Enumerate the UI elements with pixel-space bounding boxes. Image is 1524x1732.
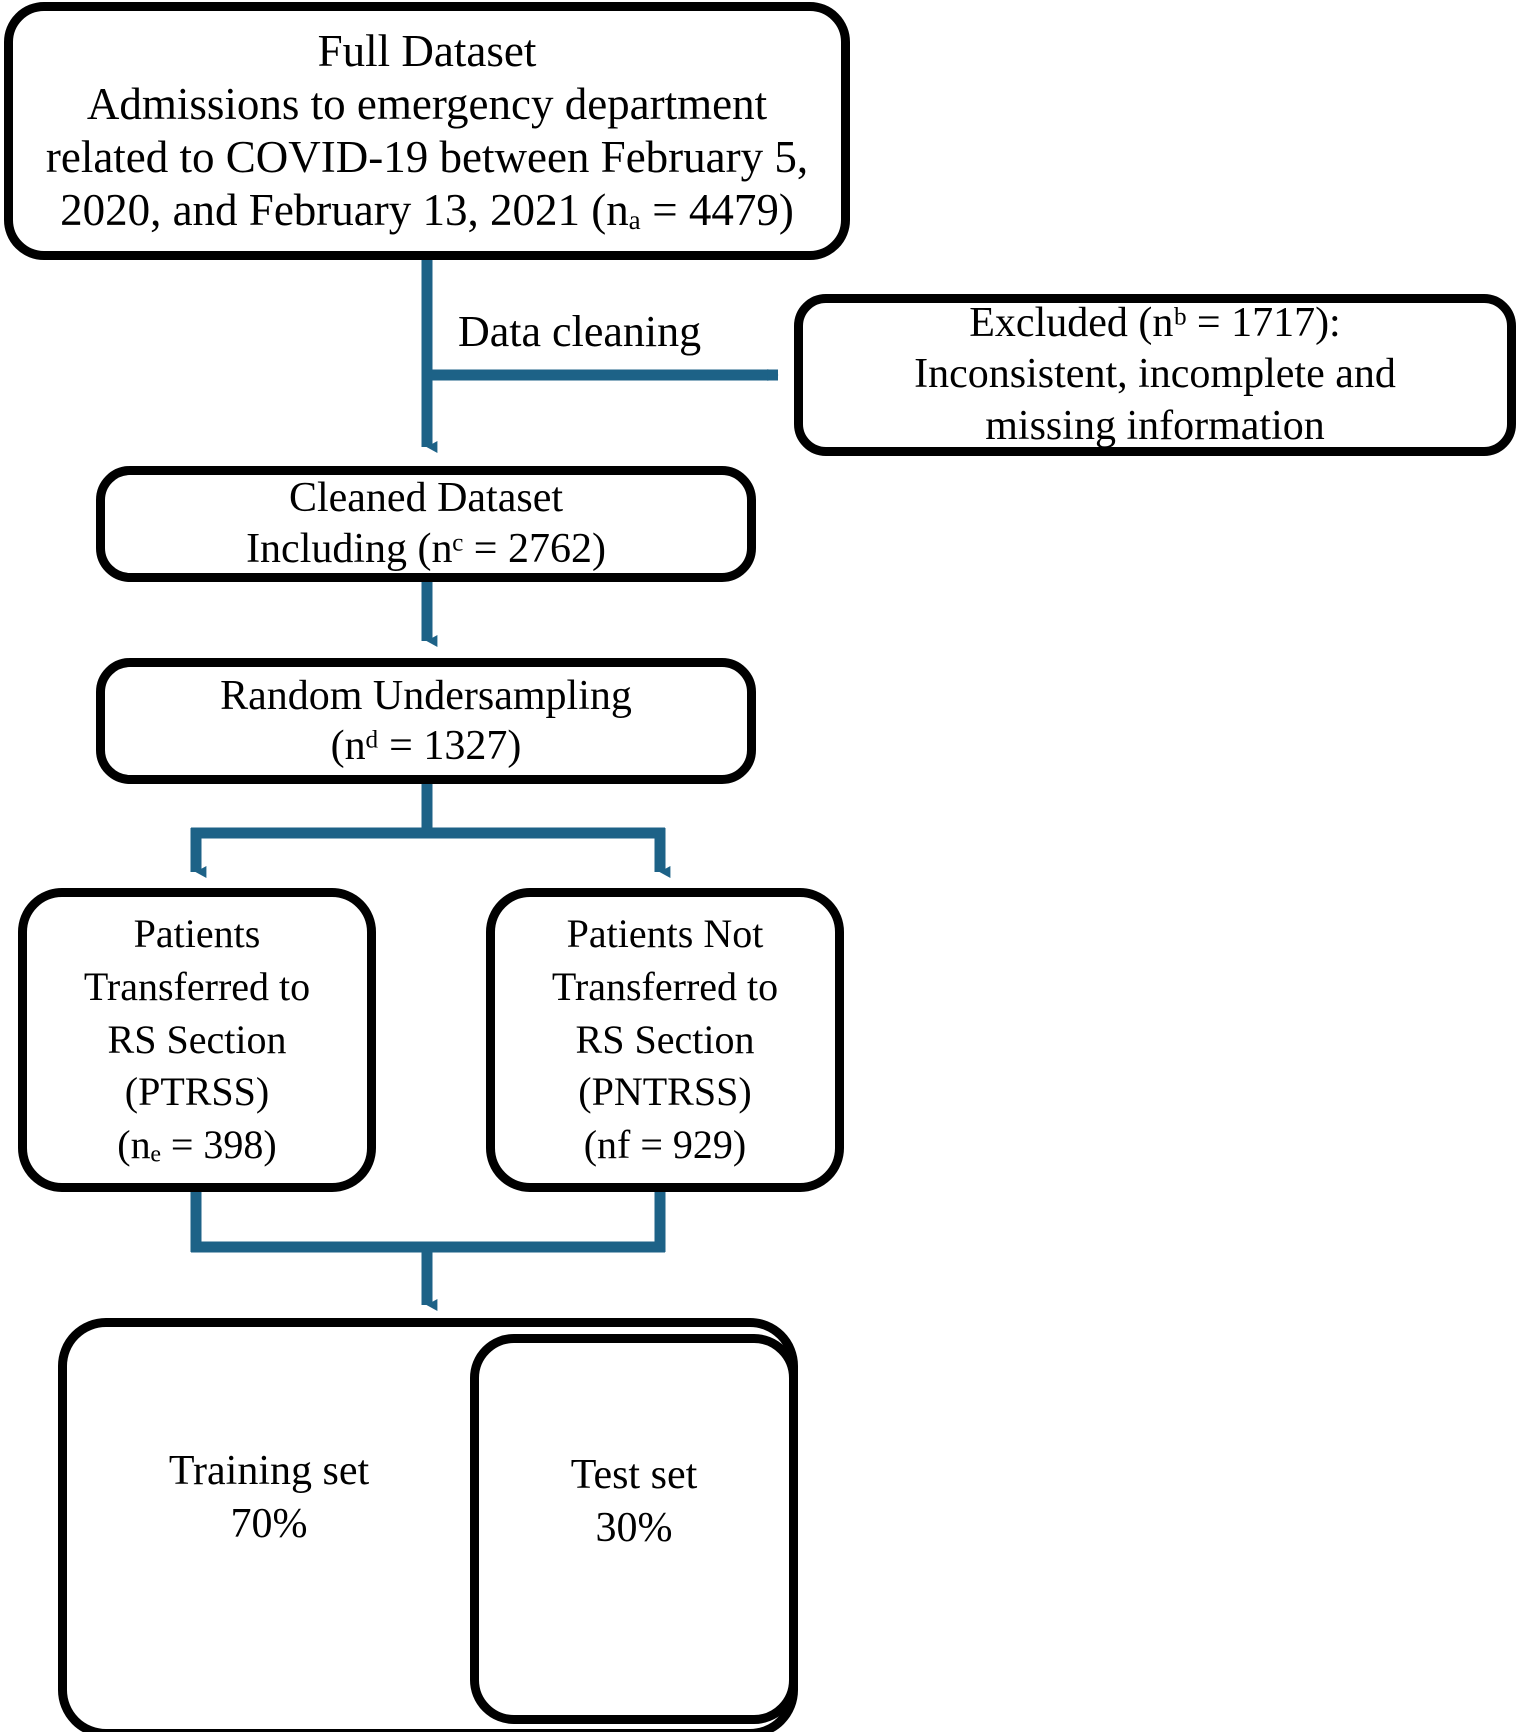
node-ptrss-line-2: Transferred to <box>83 963 311 1009</box>
node-excluded-line-2: Inconsistent, incomplete and <box>914 351 1396 398</box>
node-test-set-line-1: Test set <box>570 1452 698 1498</box>
node-cleaned-dataset[interactable]: Cleaned Dataset Including (nᶜ = 2762) <box>96 466 756 582</box>
node-excluded[interactable]: Excluded (nᵇ = 1717): Inconsistent, inco… <box>794 294 1516 456</box>
edge-undersampling-split <box>190 784 671 878</box>
node-ptrss[interactable]: Patients Transferred to RS Section (PTRS… <box>18 888 376 1192</box>
node-test-set[interactable]: Test set 30% <box>470 1334 798 1724</box>
node-pntrss-line-3: RS Section <box>575 1016 755 1062</box>
node-full-dataset[interactable]: Full Dataset Admissions to emergency dep… <box>4 2 850 260</box>
node-random-undersampling-line-1: Random Undersampling <box>220 672 632 719</box>
node-pntrss[interactable]: Patients Not Transferred to RS Section (… <box>486 888 844 1192</box>
node-full-dataset-line-4: 2020, and February 13, 2021 (nₐ = 4479) <box>60 185 794 236</box>
node-cleaned-dataset-text: Cleaned Dataset Including (nᶜ = 2762) <box>246 473 606 575</box>
node-ptrss-text: Patients Transferred to RS Section (PTRS… <box>84 908 310 1172</box>
node-excluded-line-3: missing information <box>985 402 1325 449</box>
node-pntrss-text: Patients Not Transferred to RS Section (… <box>552 908 778 1172</box>
node-ptrss-line-1: Patients <box>133 911 261 956</box>
edge-patients-merge-to-split <box>190 1192 666 1311</box>
node-training-set-line-2: 70% <box>230 1500 308 1547</box>
node-training-set-line-1: Training set <box>168 1448 370 1494</box>
node-full-dataset-line-3: related to COVID-19 between February 5, <box>45 132 809 182</box>
node-training-set-text: Training set 70% <box>169 1445 369 1551</box>
node-ptrss-line-3: RS Section <box>107 1016 287 1062</box>
node-random-undersampling-text: Random Undersampling (nᵈ = 1327) <box>220 671 632 772</box>
node-test-set-text: Test set 30% <box>571 1449 698 1555</box>
node-cleaned-dataset-line-2: Including (nᶜ = 2762) <box>246 526 606 572</box>
node-full-dataset-line-1: Full Dataset <box>317 25 537 76</box>
node-ptrss-line-5: (nₑ = 398) <box>117 1122 277 1168</box>
node-cleaned-dataset-line-1: Cleaned Dataset <box>288 474 564 521</box>
node-excluded-text: Excluded (nᵇ = 1717): Inconsistent, inco… <box>914 298 1396 452</box>
node-excluded-line-1: Excluded (nᵇ = 1717): <box>969 300 1341 347</box>
node-full-dataset-text: Full Dataset Admissions to emergency dep… <box>46 25 808 237</box>
node-pntrss-line-5: (nf = 929) <box>583 1122 747 1168</box>
node-pntrss-line-4: (PNTRSS) <box>578 1069 752 1115</box>
node-full-dataset-line-2: Admissions to emergency department <box>86 78 768 129</box>
node-pntrss-line-2: Transferred to <box>551 963 779 1009</box>
node-test-set-line-2: 30% <box>595 1504 673 1551</box>
node-random-undersampling[interactable]: Random Undersampling (nᵈ = 1327) <box>96 658 756 784</box>
edge-label-data-cleaning: Data cleaning <box>458 307 702 356</box>
node-ptrss-line-4: (PTRSS) <box>124 1069 270 1115</box>
node-pntrss-line-1: Patients Not <box>566 911 764 956</box>
node-random-undersampling-line-2: (nᵈ = 1327) <box>330 723 522 769</box>
